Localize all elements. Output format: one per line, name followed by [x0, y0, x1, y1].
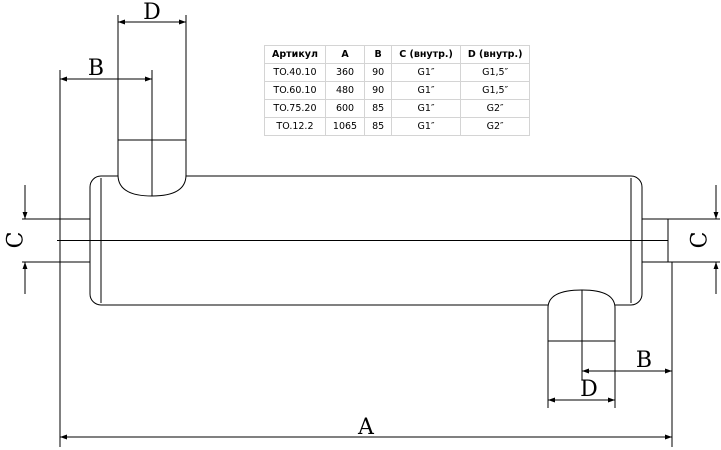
- header-c: C (внутр.): [391, 45, 461, 64]
- cell-d: G1,5″: [459, 81, 531, 100]
- cell-d: G2″: [459, 117, 531, 136]
- cell-d: G2″: [459, 99, 531, 118]
- left-pipe: [57, 218, 90, 263]
- cell-a: 360: [324, 63, 366, 82]
- dimension-label-d-bottom: D: [580, 377, 598, 402]
- table-header-row: Артикул A B C (внутр.) D (внутр.): [264, 45, 531, 64]
- top-nozzle: [117, 139, 187, 197]
- cell-article: TO.75.20: [264, 99, 326, 118]
- cell-d: G1,5″: [459, 63, 531, 82]
- dimension-label-b-top: B: [88, 56, 104, 81]
- cell-a: 1065: [324, 117, 366, 136]
- header-article: Артикул: [264, 45, 326, 64]
- dimension-label-a: A: [357, 415, 375, 440]
- dimension-label-c-left: C: [4, 232, 29, 249]
- cylinder-body: [57, 175, 668, 306]
- cell-a: 480: [324, 81, 366, 100]
- dimension-label-c-right: C: [688, 232, 713, 249]
- bottom-nozzle: [547, 289, 616, 342]
- specification-table: Артикул A B C (внутр.) D (внутр.) TO.40.…: [264, 45, 531, 136]
- header-d: D (внутр.): [459, 45, 531, 64]
- table-row: TO.12.2 1065 85 G1″ G2″: [264, 117, 531, 136]
- cell-article: TO.60.10: [264, 81, 326, 100]
- header-b: B: [364, 45, 393, 64]
- right-pipe: [642, 218, 669, 263]
- cell-c: G1″: [391, 63, 461, 82]
- cell-b: 85: [364, 99, 393, 118]
- cell-article: TO.40.10: [264, 63, 326, 82]
- dimension-label-d-top: D: [143, 0, 161, 25]
- cell-a: 600: [324, 99, 366, 118]
- cell-c: G1″: [391, 99, 461, 118]
- table-row: TO.75.20 600 85 G1″ G2″: [264, 99, 531, 118]
- cell-article: TO.12.2: [264, 117, 326, 136]
- cell-c: G1″: [391, 81, 461, 100]
- table-row: TO.60.10 480 90 G1″ G1,5″: [264, 81, 531, 100]
- dimension-label-b-bottom: B: [636, 348, 652, 373]
- cell-c: G1″: [391, 117, 461, 136]
- cell-b: 85: [364, 117, 393, 136]
- header-a: A: [324, 45, 366, 64]
- cell-b: 90: [364, 63, 393, 82]
- table-row: TO.40.10 360 90 G1″ G1,5″: [264, 63, 531, 82]
- cell-b: 90: [364, 81, 393, 100]
